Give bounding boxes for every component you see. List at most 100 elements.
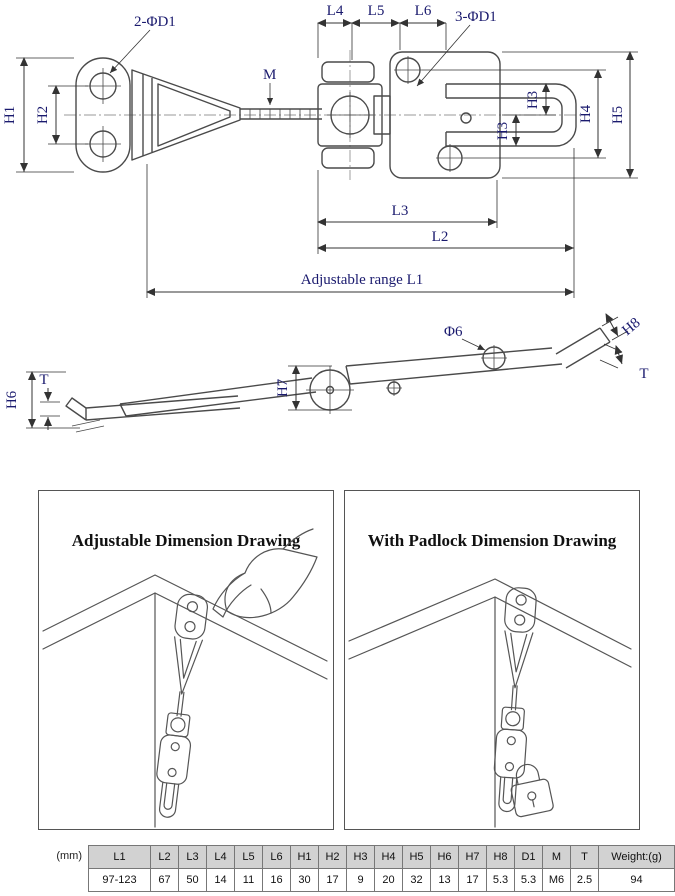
dim-2-phi-d1: 2-ΦD1 [109, 14, 176, 74]
table-header-cell: H8 [486, 845, 515, 869]
table-header-cell: H6 [430, 845, 459, 869]
table-header-cell: L2 [150, 845, 179, 869]
dim-label-t-left: T [39, 372, 48, 388]
table-header-cell: H7 [458, 845, 487, 869]
adjustable-dimension-panel: Adjustable Dimension Drawing [38, 490, 334, 830]
dim-h3-lower: H3 [495, 114, 520, 146]
padlock [510, 763, 554, 818]
table-header-cell: L3 [178, 845, 207, 869]
table-value-cell: 32 [402, 868, 431, 892]
table-value-cell: 9 [346, 868, 375, 892]
table-header-cell: L5 [234, 845, 263, 869]
dim-label-phi6: Φ6 [444, 324, 463, 340]
box-corner [42, 574, 328, 828]
dim-label-l5: L5 [368, 3, 385, 19]
table-header-cell: L1 [88, 845, 151, 869]
side-view-drawing: Φ6 H8 H6 T H7 [4, 313, 649, 433]
table-value-cell: 16 [262, 868, 291, 892]
latch-base-plate [389, 51, 501, 179]
dim-label-h5: H5 [610, 106, 626, 124]
dim-phi6: Φ6 [444, 324, 486, 351]
table-header-cell: Weight:(g) [598, 845, 675, 869]
table-header-cell: H5 [402, 845, 431, 869]
dim-label-3-phi-d1: 3-ΦD1 [455, 9, 497, 25]
dim-l6: L6 [399, 3, 447, 50]
dim-l3: L3 [317, 170, 498, 228]
hook-loop [131, 69, 241, 161]
u-frame-lever [445, 83, 577, 147]
dim-label-h3-lower: H3 [495, 122, 511, 140]
spec-table-value-row: 97-123 67 50 14 11 16 30 17 9 20 32 13 1… [88, 868, 675, 892]
latch-illustration [156, 593, 209, 818]
table-value-cell: 94 [598, 868, 675, 892]
table-value-cell: 30 [290, 868, 319, 892]
table-value-cell: 11 [234, 868, 263, 892]
spec-table-header-row: L1 L2 L3 L4 L5 L6 H1 H2 H3 H4 H5 H6 H7 H… [88, 845, 675, 869]
adjustable-panel-illustration [42, 528, 328, 828]
dim-h4: H4 [422, 69, 606, 159]
padlock-panel-illustration [348, 578, 632, 828]
dim-label-adjustable-range-l1: Adjustable range L1 [301, 272, 423, 288]
spec-table: L1 L2 L3 L4 L5 L6 H1 H2 H3 H4 H5 H6 H7 H… [88, 845, 675, 892]
dim-label-h6: H6 [4, 390, 20, 409]
table-header-cell: H4 [374, 845, 403, 869]
table-value-cell: 50 [178, 868, 207, 892]
table-header-cell: H1 [290, 845, 319, 869]
box-corner [348, 578, 632, 828]
latch-illustration [493, 587, 537, 813]
dim-h5: H5 [502, 51, 638, 179]
dim-label-h2: H2 [35, 106, 51, 124]
table-value-cell: 67 [150, 868, 179, 892]
dim-t-right: T [599, 343, 649, 382]
dim-l5: L5 [351, 3, 401, 50]
table-header-cell: T [570, 845, 599, 869]
dim-label-h7: H7 [275, 378, 291, 397]
dim-label-h4: H4 [578, 104, 594, 123]
side-latch-body [65, 327, 611, 433]
table-value-cell: 5.3 [514, 868, 543, 892]
dim-label-l6: L6 [415, 3, 432, 19]
table-value-cell: 13 [430, 868, 459, 892]
dim-h3-upper: H3 [502, 83, 556, 116]
dim-label-m: M [263, 67, 276, 83]
table-value-cell: 5.3 [486, 868, 515, 892]
padlock-dimension-panel: With Padlock Dimension Drawing [344, 490, 640, 830]
dim-label-h3-upper: H3 [525, 91, 541, 109]
lever-block [317, 61, 391, 169]
dim-t-left: T [39, 372, 60, 430]
dim-h6: H6 [4, 371, 80, 429]
dim-m: M [263, 67, 276, 105]
unit-label: (mm) [56, 850, 82, 862]
top-view-drawing: 2-ΦD1 L4 L5 L6 3-ΦD1 M [2, 3, 638, 298]
adjustable-panel-title: Adjustable Dimension Drawing [71, 531, 301, 550]
dim-label-l3: L3 [392, 203, 409, 219]
dim-h1: H1 [2, 57, 74, 173]
dim-label-h1: H1 [2, 106, 18, 124]
table-header-cell: L6 [262, 845, 291, 869]
dim-h7: H7 [275, 365, 352, 411]
dim-h8: H8 [601, 313, 644, 341]
table-header-cell: H3 [346, 845, 375, 869]
table-value-cell: 14 [206, 868, 235, 892]
table-header-cell: H2 [318, 845, 347, 869]
dim-label-2-phi-d1: 2-ΦD1 [134, 14, 176, 30]
adjusting-hand [212, 528, 318, 619]
dim-l2: L2 [317, 148, 575, 254]
table-value-cell: 20 [374, 868, 403, 892]
table-header-cell: L4 [206, 845, 235, 869]
dim-l1: Adjustable range L1 [146, 164, 575, 298]
spec-table-area: (mm) L1 L2 L3 L4 L5 L6 H1 H2 H3 H4 [0, 845, 675, 892]
table-value-cell: 97-123 [88, 868, 151, 892]
table-value-cell: M6 [542, 868, 571, 892]
padlock-panel-title: With Padlock Dimension Drawing [367, 531, 617, 550]
dim-label-l4: L4 [327, 3, 344, 19]
table-value-cell: 17 [318, 868, 347, 892]
table-value-cell: 2.5 [570, 868, 599, 892]
threaded-rod [240, 108, 322, 120]
left-mount-plate [75, 57, 131, 173]
dim-l4: L4 [317, 3, 353, 60]
dim-label-l2: L2 [432, 229, 449, 245]
table-header-cell: D1 [514, 845, 543, 869]
dim-label-t-right: T [639, 366, 648, 382]
